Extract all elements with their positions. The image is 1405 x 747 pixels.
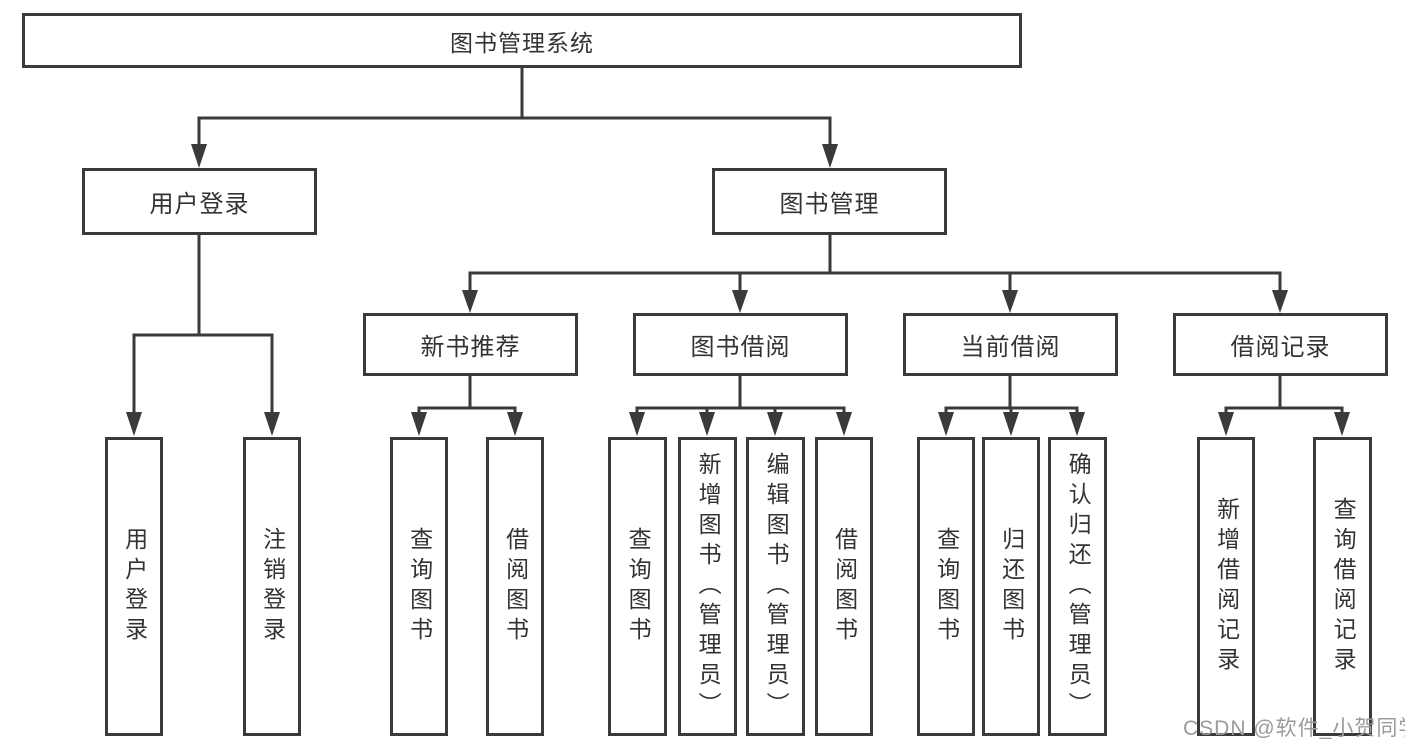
leaf-label: 借阅图书: [831, 526, 858, 647]
csdn-watermark: CSDN @软件_小贺同学: [1183, 717, 1405, 740]
node-label: 用户登录: [149, 191, 250, 218]
arrow-down-icon: [1218, 412, 1234, 436]
arrow-down-icon: [836, 412, 852, 436]
leaf-query-books-borrowing: 查询图书: [608, 437, 667, 736]
connector-book-borrowing-to-children: [629, 376, 852, 436]
connector-root-to-level2: [191, 68, 838, 168]
node-book-borrowing: 图书借阅: [633, 313, 848, 376]
arrow-down-icon: [1334, 412, 1350, 436]
leaf-label: 注销登录: [259, 526, 286, 647]
node-label: 图书管理系统: [450, 29, 594, 56]
arrow-down-icon: [1069, 412, 1085, 436]
node-label: 新书推荐: [420, 334, 521, 361]
leaf-label: 确认归还（管理员）: [1065, 451, 1092, 722]
leaf-query-books-recommend: 查询图书: [390, 437, 448, 736]
node-label: 当前借阅: [960, 334, 1061, 361]
arrow-down-icon: [1002, 290, 1018, 313]
arrow-down-icon: [629, 412, 645, 436]
leaf-confirm-return-admin: 确认归还（管理员）: [1048, 437, 1107, 736]
arrow-down-icon: [938, 412, 954, 436]
leaf-label: 查询图书: [933, 526, 960, 647]
arrow-down-icon: [822, 144, 838, 168]
connector-user-login-to-children: [126, 235, 280, 436]
leaf-add-book-admin: 新增图书（管理员）: [678, 437, 737, 736]
leaf-label: 新增图书（管理员）: [695, 451, 722, 722]
connector-current-borrowing-to-children: [938, 376, 1085, 436]
leaf-label: 查询借阅记录: [1330, 496, 1357, 677]
node-new-book-recommendation: 新书推荐: [363, 313, 578, 376]
arrow-down-icon: [462, 290, 478, 313]
leaf-label: 用户登录: [121, 526, 148, 647]
node-user-login: 用户登录: [82, 168, 317, 235]
node-library-management-system: 图书管理系统: [22, 13, 1022, 68]
node-label: 图书借阅: [690, 334, 791, 361]
leaf-label: 归还图书: [998, 526, 1025, 647]
connector-borrowing-records-to-children: [1218, 376, 1350, 436]
arrow-down-icon: [1003, 412, 1019, 436]
connector-book-management-to-sections: [462, 235, 1288, 313]
arrow-down-icon: [507, 412, 523, 436]
arrow-down-icon: [264, 412, 280, 436]
leaf-borrow-books-borrowing: 借阅图书: [815, 437, 873, 736]
arrow-down-icon: [411, 412, 427, 436]
arrow-down-icon: [732, 290, 748, 313]
node-borrowing-records: 借阅记录: [1173, 313, 1388, 376]
leaf-label: 编辑图书（管理员）: [763, 451, 790, 722]
leaf-label: 借阅图书: [502, 526, 529, 647]
leaf-label: 查询图书: [406, 526, 433, 647]
leaf-borrow-books-recommend: 借阅图书: [486, 437, 544, 736]
arrow-down-icon: [126, 412, 142, 436]
leaf-query-books-current: 查询图书: [917, 437, 975, 736]
node-label: 借阅记录: [1230, 334, 1331, 361]
leaf-label: 查询图书: [625, 526, 652, 647]
leaf-add-borrow-record: 新增借阅记录: [1197, 437, 1255, 736]
node-book-management: 图书管理: [712, 168, 947, 235]
leaf-return-book: 归还图书: [982, 437, 1040, 736]
leaf-logout: 注销登录: [243, 437, 301, 736]
node-label: 图书管理: [779, 191, 880, 218]
leaf-user-login: 用户登录: [105, 437, 163, 736]
leaf-edit-book-admin: 编辑图书（管理员）: [746, 437, 805, 736]
node-current-borrowing: 当前借阅: [903, 313, 1118, 376]
leaf-label: 新增借阅记录: [1213, 496, 1240, 677]
arrow-down-icon: [699, 412, 715, 436]
arrow-down-icon: [191, 144, 207, 168]
arrow-down-icon: [1272, 290, 1288, 313]
connector-new-book-recommendation-to-children: [411, 376, 523, 436]
arrow-down-icon: [767, 412, 783, 436]
leaf-query-borrow-record: 查询借阅记录: [1313, 437, 1372, 736]
